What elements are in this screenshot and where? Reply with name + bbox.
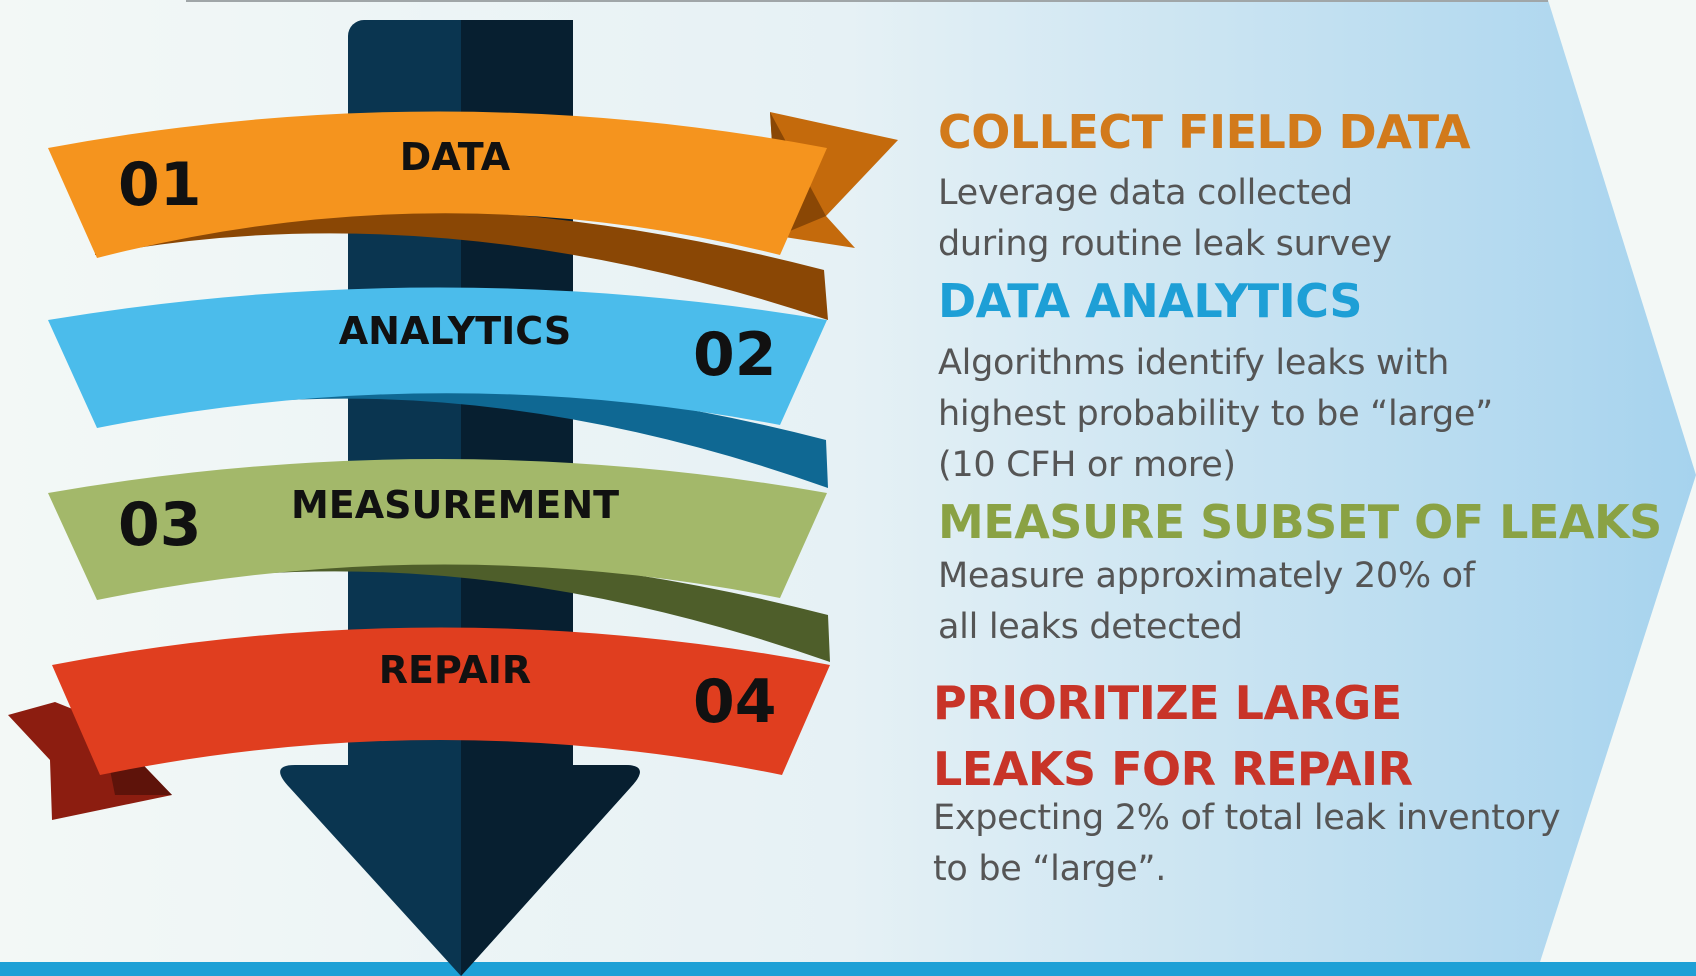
ribbon-analytics-number: 02 xyxy=(693,320,777,390)
step-2-description: Algorithms identify leaks with highest p… xyxy=(938,343,1493,485)
step-4-description: Expecting 2% of total leak inventory to … xyxy=(933,798,1561,889)
step-3-title: MEASURE SUBSET OF LEAKS xyxy=(938,495,1662,549)
ribbon-analytics-label: ANALYTICS xyxy=(339,309,571,353)
ribbon-data: 01 DATA xyxy=(48,111,898,320)
ribbon-data-number: 01 xyxy=(118,150,202,220)
ribbon-repair-band xyxy=(52,627,830,775)
ribbon-repair-number: 04 xyxy=(693,667,777,737)
ribbon-data-band xyxy=(48,111,827,258)
step-4-title: PRIORITIZE LARGE LEAKS FOR REPAIR xyxy=(933,676,1413,796)
ribbon-measurement-band xyxy=(48,459,827,600)
step-2-title: DATA ANALYTICS xyxy=(938,274,1363,328)
ribbon-repair: 04 REPAIR xyxy=(8,627,830,820)
step-3-description: Measure approximately 20% of all leaks d… xyxy=(938,556,1475,647)
ribbon-measurement-underside xyxy=(98,552,830,662)
ribbon-measurement-number: 03 xyxy=(118,490,202,560)
bottom-bar xyxy=(0,962,1696,976)
step-1-title: COLLECT FIELD DATA xyxy=(938,105,1471,159)
step-1-description: Leverage data collected during routine l… xyxy=(938,173,1392,264)
ribbon-data-underside xyxy=(95,207,828,320)
ribbon-analytics: 02 ANALYTICS xyxy=(48,287,828,488)
ribbon-measurement-label: MEASUREMENT xyxy=(291,483,619,527)
ribbon-analytics-band xyxy=(48,287,827,428)
ribbon-data-label: DATA xyxy=(400,135,511,179)
ribbon-repair-label: REPAIR xyxy=(379,648,531,692)
ribbon-analytics-underside xyxy=(98,379,828,488)
ribbon-measurement: 03 MEASUREMENT xyxy=(48,459,830,662)
